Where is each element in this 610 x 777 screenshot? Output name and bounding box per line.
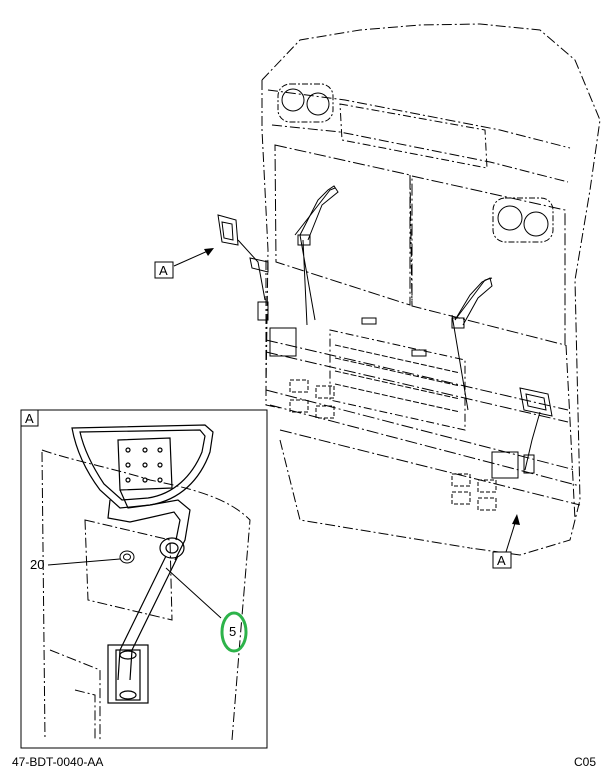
figure-id: 47-BDT-0040-AA [12, 755, 104, 769]
view-a-callout-left: A [154, 248, 214, 279]
grommet-part [119, 550, 135, 564]
sheet-code: C05 [573, 755, 596, 769]
part-5-highlight-ring [220, 611, 248, 653]
detail-a-title: A [25, 411, 34, 426]
part-20-label: 20 [30, 557, 44, 572]
part-5-label: 5 [229, 624, 236, 639]
view-a-label-left: A [159, 263, 168, 278]
part-20-leader [47, 558, 121, 566]
bus-front-view [217, 23, 601, 556]
view-a-callout-bottom: A [492, 514, 520, 569]
mirror-assembly [71, 424, 214, 704]
part-5-leader [165, 567, 222, 619]
view-a-label-bottom: A [497, 553, 506, 568]
detail-a-panel: A [20, 409, 268, 749]
